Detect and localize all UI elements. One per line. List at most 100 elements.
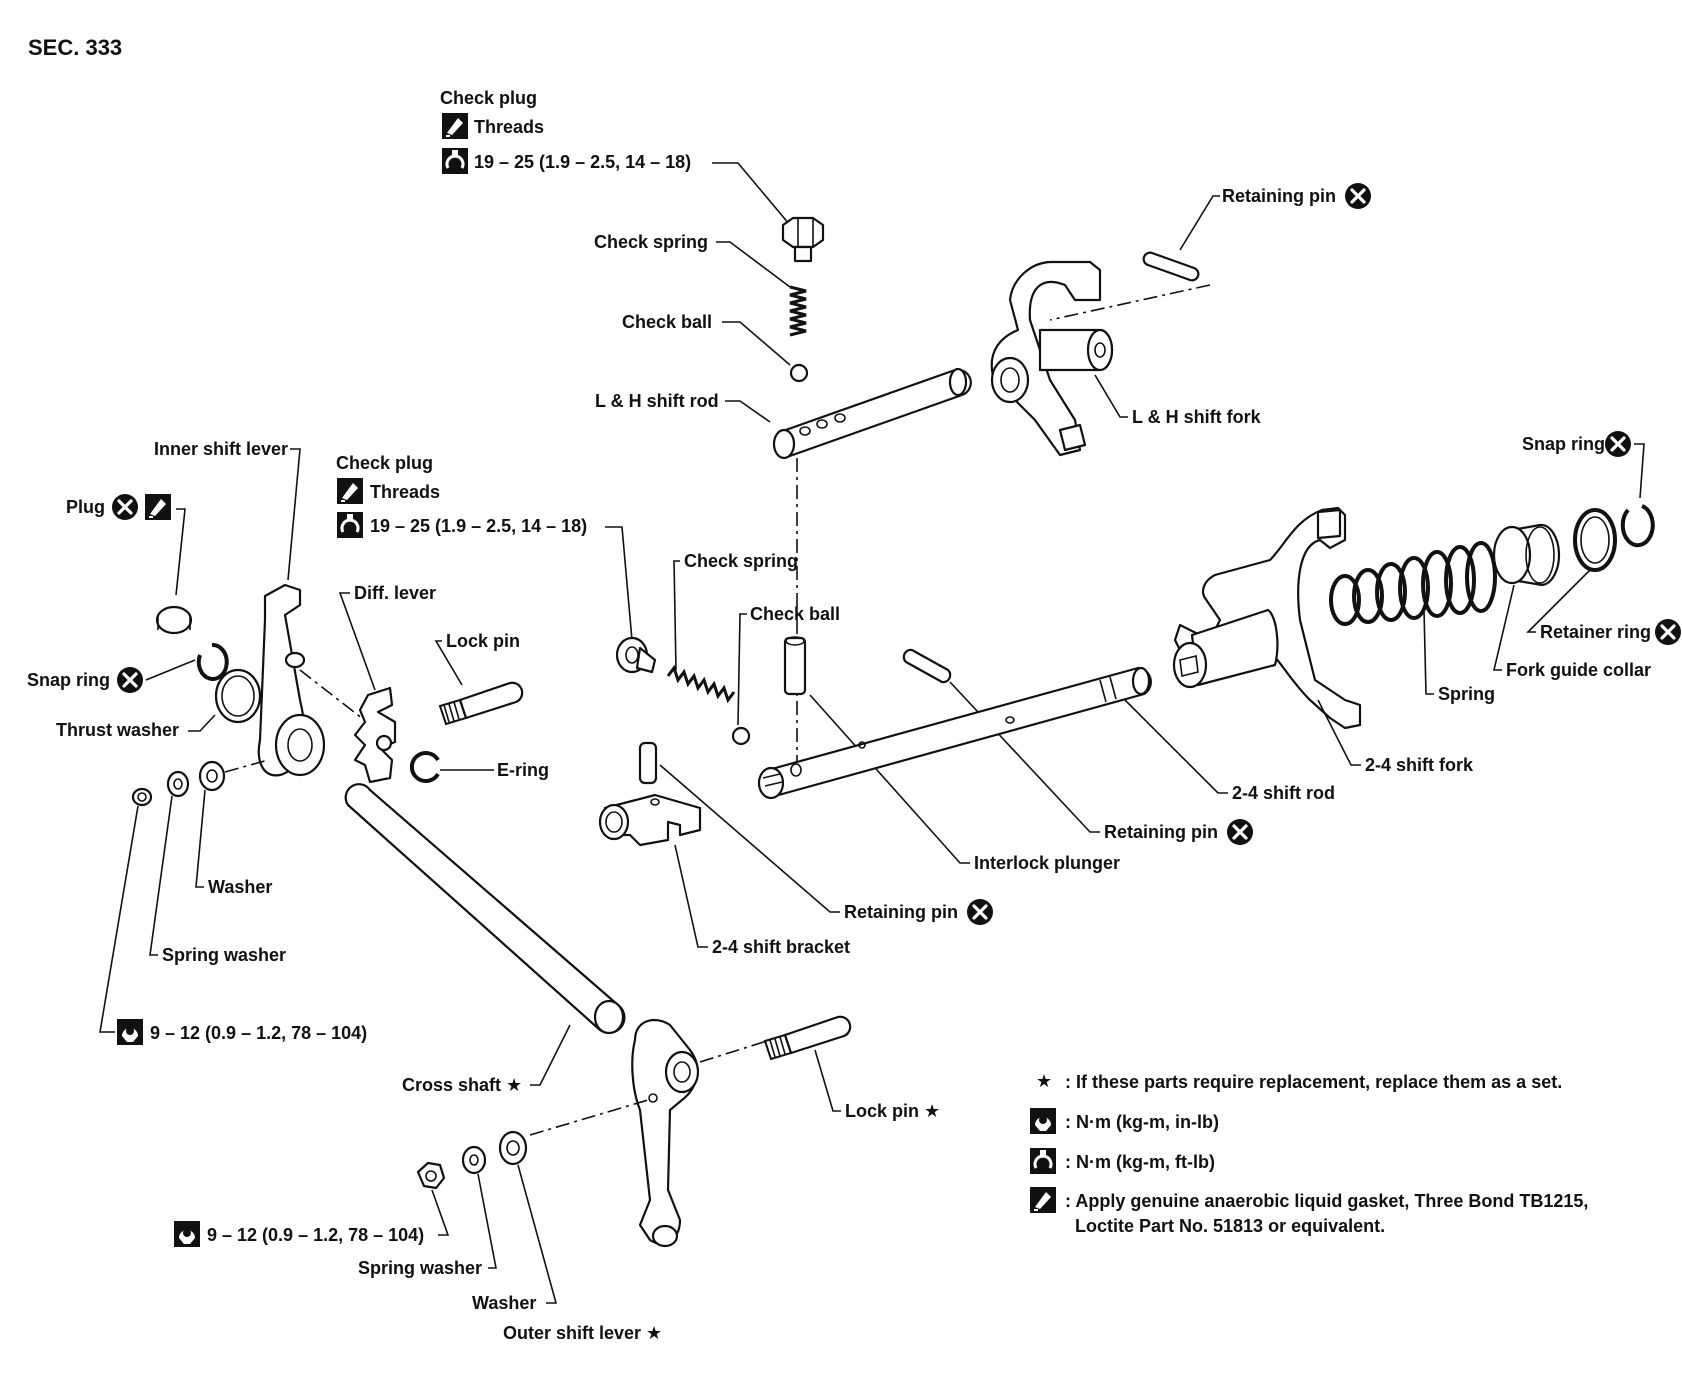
- legend-torque-inlb: : N·m (kg-m, in-lb): [1065, 1112, 1219, 1132]
- replace-x-icon: [1653, 617, 1682, 647]
- washer-bottom-part: [498, 1130, 528, 1166]
- label-torque-check-plug-top: 19 – 25 (1.9 – 2.5, 14 – 18): [474, 152, 691, 172]
- check-ball-top-part: [789, 363, 809, 383]
- retainer-ring-part: [1573, 508, 1617, 572]
- check-spring-top-part: [789, 285, 807, 337]
- check-spring-mid-part: [666, 664, 736, 704]
- label-check-ball-top: Check ball: [622, 312, 712, 332]
- label-lock-pin-lower: Lock pin ★: [845, 1101, 940, 1121]
- label-washer-bottom: Washer: [472, 1293, 536, 1313]
- shift-rod-24-part: [757, 666, 1152, 800]
- label-retaining-pin-mid: Retaining pin: [1104, 822, 1218, 842]
- label-threads-top: Threads: [474, 117, 544, 137]
- check-plug-top-part: [781, 216, 825, 263]
- label-check-ball-mid: Check ball: [750, 604, 840, 624]
- nut-bottom-part: [416, 1161, 446, 1190]
- check-plug-mid-part: [615, 636, 657, 674]
- label-check-plug-top: Check plug: [440, 88, 537, 108]
- torque-open-icon: [440, 146, 470, 176]
- thrust-washer-part: [214, 668, 262, 724]
- label-retaining-pin-low: Retaining pin: [844, 902, 958, 922]
- retaining-pin-low-part: [638, 741, 658, 785]
- label-washer-left: Washer: [208, 877, 272, 897]
- label-lock-pin-upper: Lock pin: [446, 631, 520, 651]
- label-check-spring-top: Check spring: [594, 232, 708, 252]
- label-interlock-plunger: Interlock plunger: [974, 853, 1120, 873]
- retaining-pin-mid-part: [902, 648, 952, 684]
- spring-washer-left-part: [166, 770, 190, 798]
- legend-gasket-line2: Loctite Part No. 51813 or equivalent.: [1075, 1216, 1385, 1236]
- shift-fork-24-part: [1172, 506, 1362, 730]
- diff-lever-part: [353, 686, 397, 784]
- outer-shift-lever-part: [631, 1018, 700, 1248]
- label-check-spring-mid: Check spring: [684, 551, 798, 571]
- replace-x-icon: [1225, 817, 1255, 847]
- sealant-icon: [441, 112, 469, 140]
- torque-wrench-icon: [1030, 1108, 1056, 1134]
- label-retainer-ring: Retainer ring: [1540, 622, 1651, 642]
- sealant-icon: [336, 477, 364, 505]
- star-icon: ★: [1036, 1071, 1052, 1091]
- label-snap-ring-left: Snap ring: [27, 670, 110, 690]
- legend: ★ : If these parts require replacement, …: [1028, 1071, 1588, 1236]
- label-spring: Spring: [1438, 684, 1495, 704]
- washer-left-part: [198, 760, 226, 792]
- check-ball-mid-part: [731, 726, 751, 746]
- sealant-icon: [1029, 1186, 1057, 1214]
- section-number: SEC. 333: [28, 35, 122, 60]
- label-spring-washer-bottom: Spring washer: [358, 1258, 482, 1278]
- label-shift-rod-24: 2-4 shift rod: [1232, 783, 1335, 803]
- replace-x-icon: [1343, 181, 1373, 211]
- label-e-ring: E-ring: [497, 760, 549, 780]
- cross-shaft-part: [344, 783, 626, 1035]
- label-snap-ring-right: Snap ring: [1522, 434, 1605, 454]
- torque-open-icon: [335, 510, 365, 540]
- replace-x-icon: [1603, 429, 1633, 459]
- snap-ring-left-part: [196, 642, 229, 681]
- label-plug: Plug: [66, 497, 105, 517]
- replace-x-icon: [965, 897, 995, 927]
- label-lh-shift-fork: L & H shift fork: [1132, 407, 1262, 427]
- lh-shift-fork-part: [990, 260, 1114, 457]
- legend-torque-ftlb: : N·m (kg-m, ft-lb): [1065, 1152, 1215, 1172]
- label-torque-nut-left: 9 – 12 (0.9 – 1.2, 78 – 104): [150, 1023, 367, 1043]
- nut-left-part: [131, 787, 153, 807]
- spring-washer-bottom-part: [461, 1145, 487, 1175]
- label-shift-bracket-24: 2-4 shift bracket: [712, 937, 850, 957]
- label-inner-shift-lever: Inner shift lever: [154, 439, 288, 459]
- snap-ring-right-part: [1620, 504, 1655, 548]
- torque-wrench-icon: [174, 1221, 200, 1247]
- lh-shift-rod-part: [772, 367, 972, 460]
- label-torque-nut-bottom: 9 – 12 (0.9 – 1.2, 78 – 104): [207, 1225, 424, 1245]
- legend-gasket-line1: : Apply genuine anaerobic liquid gasket,…: [1065, 1191, 1588, 1211]
- label-lh-shift-rod: L & H shift rod: [595, 391, 719, 411]
- torque-open-icon: [1028, 1146, 1058, 1176]
- shift-bracket-24-part: [598, 793, 702, 847]
- label-cross-shaft: Cross shaft ★: [402, 1075, 522, 1095]
- label-diff-lever: Diff. lever: [354, 583, 436, 603]
- retaining-pin-top-part: [1142, 251, 1200, 282]
- fork-guide-collar-part: [1492, 523, 1561, 587]
- label-check-plug-mid: Check plug: [336, 453, 433, 473]
- plug-part: [155, 605, 193, 635]
- label-retaining-pin-top: Retaining pin: [1222, 186, 1336, 206]
- lock-pin-upper-part: [438, 681, 524, 726]
- inner-shift-lever-part: [257, 583, 326, 777]
- lock-pin-lower-part: [763, 1015, 852, 1061]
- legend-star-note: : If these parts require replacement, re…: [1065, 1072, 1562, 1092]
- label-spring-washer-left: Spring washer: [162, 945, 286, 965]
- label-torque-check-plug-mid: 19 – 25 (1.9 – 2.5, 14 – 18): [370, 516, 587, 536]
- label-threads-mid: Threads: [370, 482, 440, 502]
- e-ring-part: [409, 751, 440, 783]
- label-shift-fork-24: 2-4 shift fork: [1365, 755, 1474, 775]
- torque-wrench-icon: [117, 1019, 143, 1045]
- replace-x-icon: [110, 492, 140, 522]
- spring-part: [1329, 541, 1497, 626]
- label-thrust-washer: Thrust washer: [56, 720, 179, 740]
- replace-x-icon: [115, 665, 145, 695]
- label-outer-shift-lever: Outer shift lever ★: [503, 1323, 662, 1343]
- interlock-plunger-part: [783, 636, 807, 696]
- sealant-icon: [144, 493, 172, 521]
- label-fork-guide-collar: Fork guide collar: [1506, 660, 1651, 680]
